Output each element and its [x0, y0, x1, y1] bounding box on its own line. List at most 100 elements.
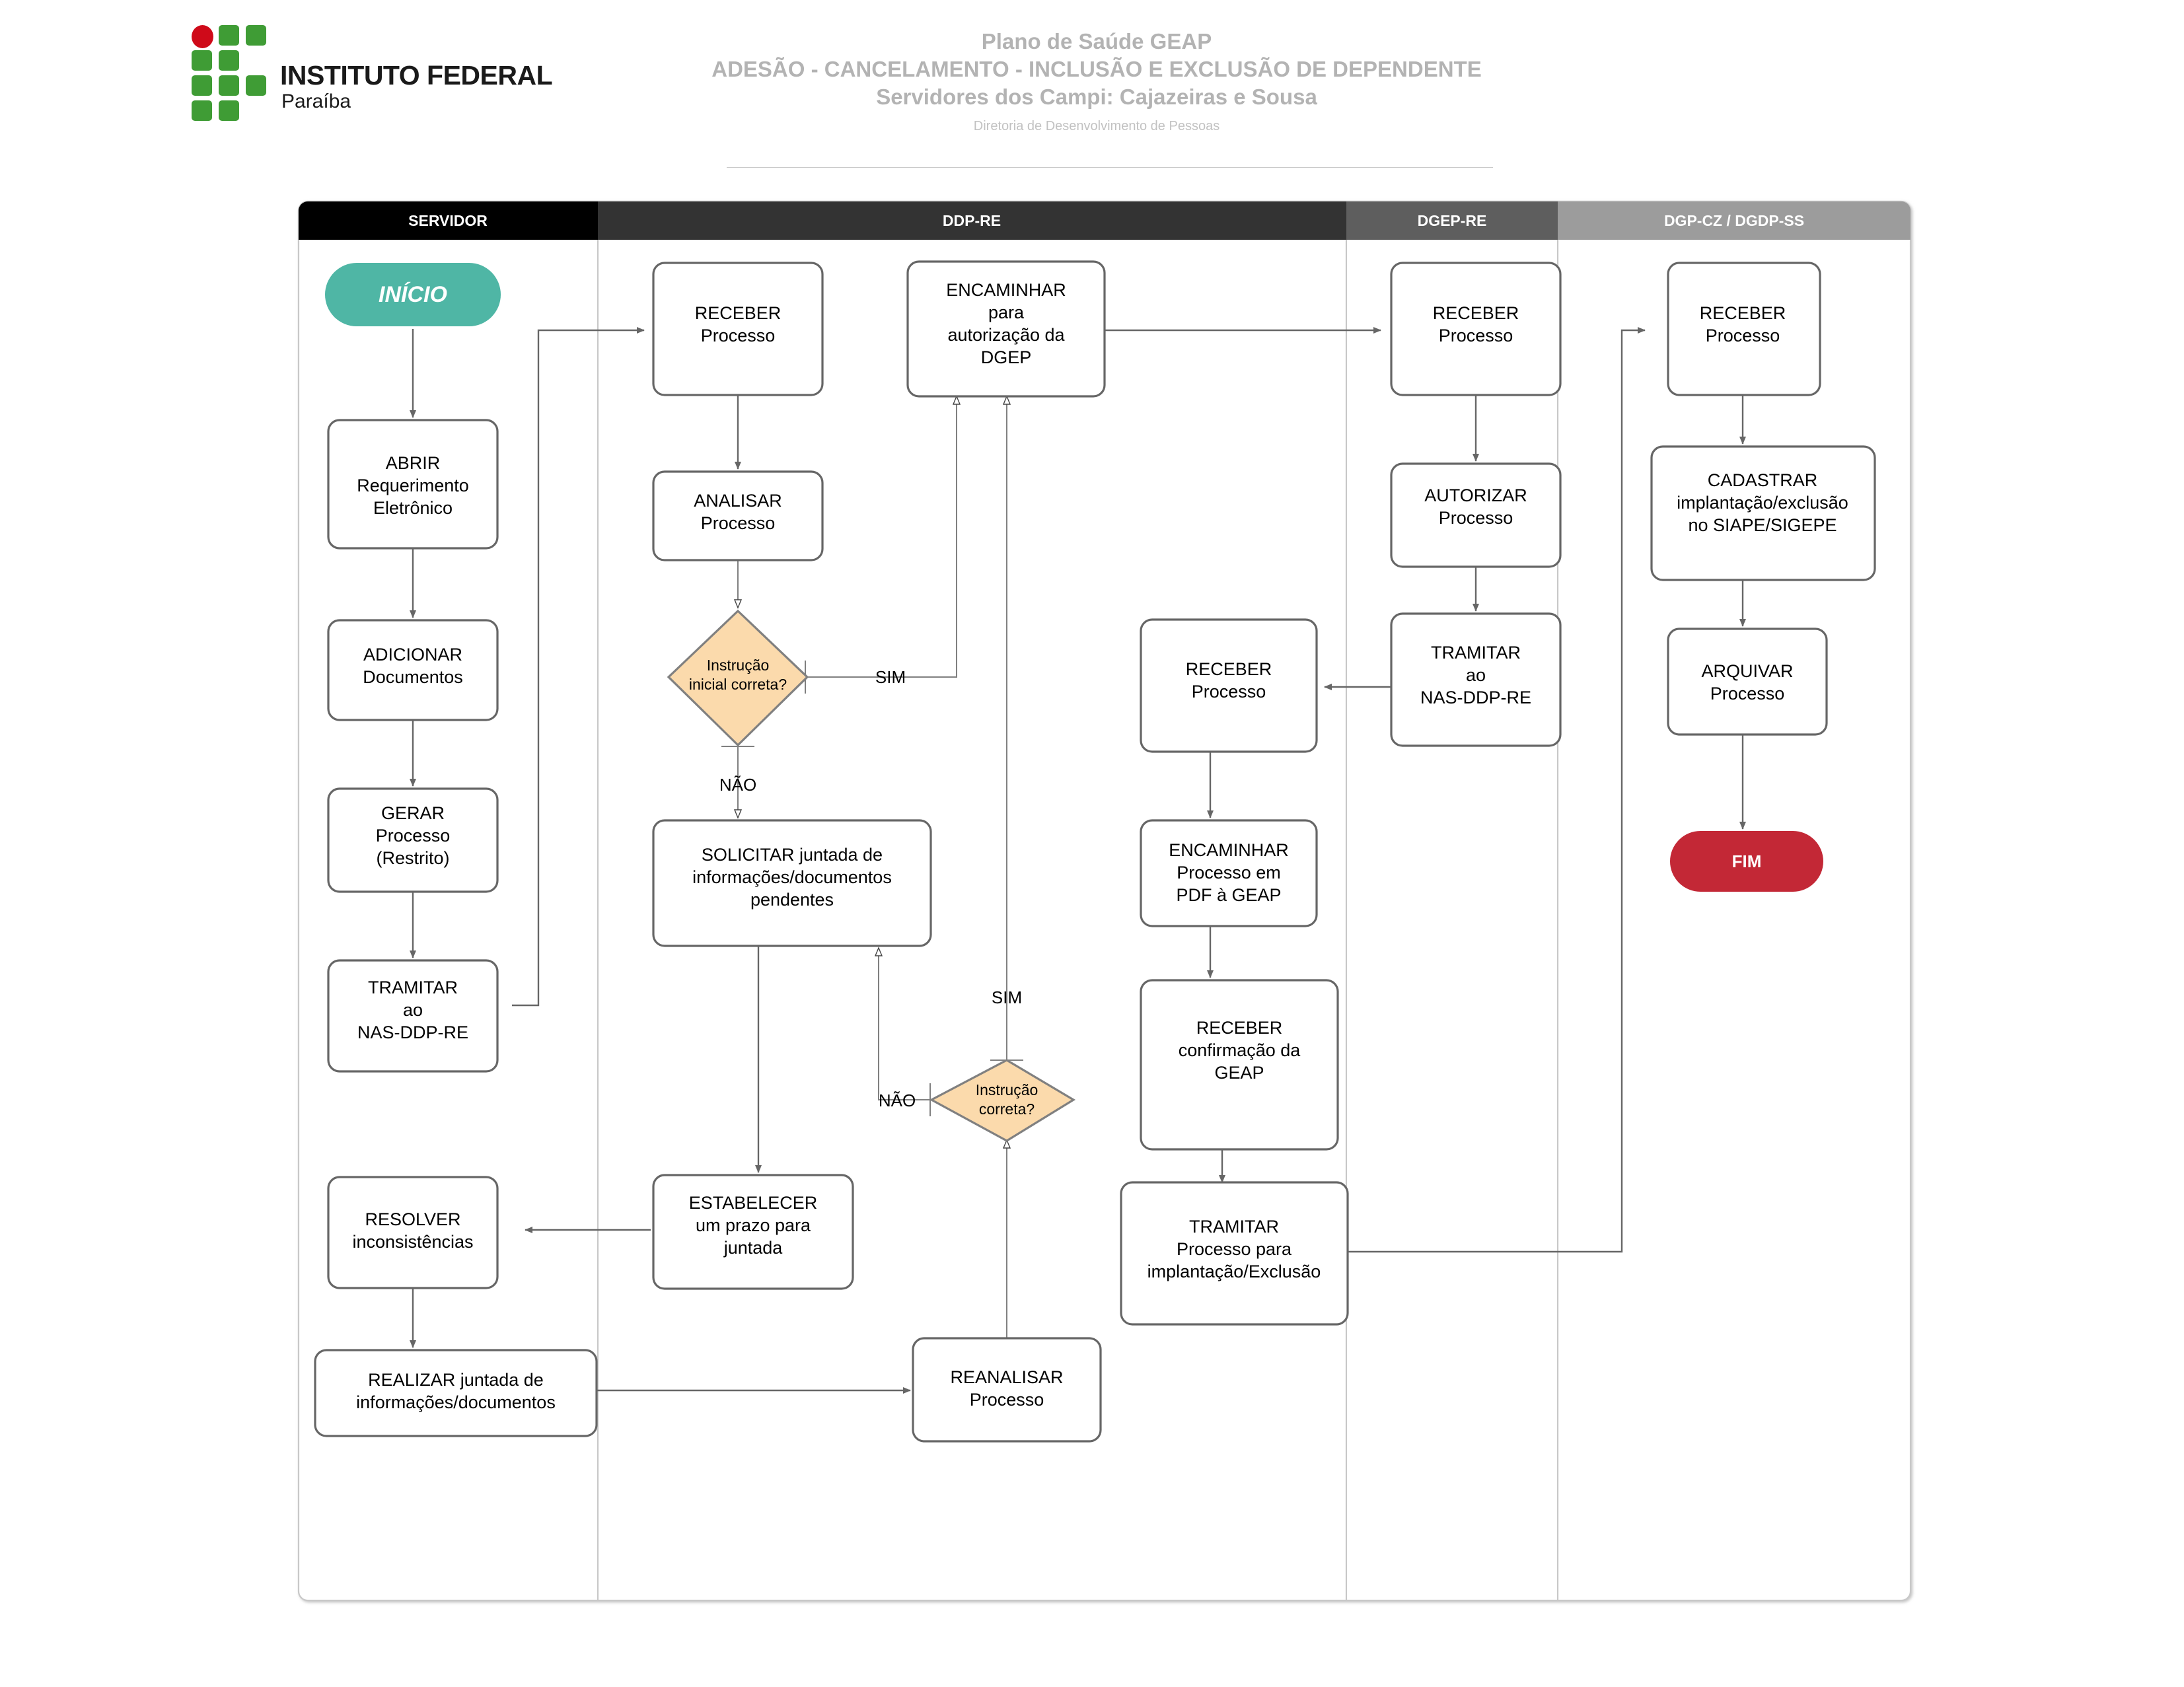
node-gerar-line3: (Restrito) — [376, 848, 449, 868]
page-header: INSTITUTO FEDERAL Paraíba Plano de Saúde… — [0, 0, 2184, 178]
title-line-2: ADESÃO - CANCELAMENTO - INCLUSÃO E EXCLU… — [711, 57, 1482, 82]
flow-connectors — [410, 327, 1746, 1394]
logo-subtitle: Paraíba — [281, 90, 351, 112]
node-solicitar-line3: pendentes — [750, 890, 834, 910]
node-tramitarimpl-line1: TRAMITAR — [1189, 1217, 1279, 1237]
node-encaminhardgep-line2: para — [988, 303, 1025, 322]
node-tramitar-line1: TRAMITAR — [368, 978, 458, 997]
node-receberdgep-line2: Processo — [1439, 326, 1513, 345]
node-solicitar-juntada[interactable]: SOLICITAR juntada de informações/documen… — [652, 819, 932, 947]
node-decisao2-line2: correta? — [979, 1100, 1035, 1118]
node-receber-processo-nas[interactable]: RECEBER Processo — [1140, 618, 1318, 753]
node-realizar-line1: REALIZAR juntada de — [368, 1370, 544, 1390]
lane-header-dgp-cz-ss: DGP-CZ / DGDP-SS — [1558, 201, 1911, 240]
node-resolver-inconsistencias[interactable]: RESOLVER inconsistências — [327, 1176, 499, 1289]
node-decisao-instrucao-correta[interactable]: Instrução correta? — [929, 1059, 1076, 1142]
node-abrir-line2: Requerimento — [357, 476, 469, 495]
logo-title: INSTITUTO FEDERAL — [280, 59, 553, 90]
node-realizar-line2: informações/documentos — [356, 1392, 556, 1412]
node-receberddp-line2: Processo — [701, 326, 776, 345]
node-tramitar2-line3: NAS-DDP-RE — [1420, 688, 1531, 707]
node-receberconf-line1: RECEBER — [1196, 1018, 1283, 1038]
node-analisar-line2: Processo — [701, 513, 776, 533]
node-encaminhar-pdf-geap[interactable]: ENCAMINHAR Processo em PDF à GEAP — [1140, 819, 1318, 927]
title-line-1: Plano de Saúde GEAP — [981, 29, 1212, 54]
node-reanalisar-line2: Processo — [970, 1390, 1044, 1410]
node-gerar-line2: Processo — [376, 826, 451, 845]
title-divider — [727, 167, 1493, 168]
node-tramitar-implantacao[interactable]: TRAMITAR Processo para implantação/Exclu… — [1120, 1181, 1349, 1326]
node-inicio[interactable]: INÍCIO — [325, 263, 501, 326]
node-reanalisar-line1: REANALISAR — [950, 1367, 1063, 1387]
edge-tramitarimpl-receberdgp — [1348, 327, 1646, 1253]
node-encaminhardgep-line1: ENCAMINHAR — [946, 280, 1066, 300]
lane-header-ddp-re: DDP-RE — [598, 201, 1346, 240]
node-estabelecer-line2: um prazo para — [696, 1215, 811, 1235]
node-receber-processo-ddp[interactable]: RECEBER Processo — [652, 262, 824, 396]
node-analisar-line1: ANALISAR — [694, 491, 782, 511]
edge-label-sim-1: SIM — [875, 667, 906, 687]
node-arquivar-processo[interactable]: ARQUIVAR Processo — [1667, 628, 1828, 736]
lane-label-ddp-re: DDP-RE — [943, 212, 1001, 229]
node-encaminhardgep-line4: DGEP — [981, 347, 1032, 367]
node-receberdgp-line1: RECEBER — [1700, 303, 1786, 323]
node-arquivar-line2: Processo — [1710, 684, 1785, 703]
node-encaminharpdf-line1: ENCAMINHAR — [1169, 840, 1289, 860]
node-receberconf-line2: confirmação da — [1179, 1040, 1301, 1060]
node-decisao-instrucao-inicial[interactable]: Instrução inicial correta? — [667, 609, 809, 747]
node-autorizar-line2: Processo — [1439, 508, 1513, 528]
node-inicio-label: INÍCIO — [379, 282, 447, 307]
node-gerar-line1: GERAR — [381, 803, 445, 823]
node-analisar-processo[interactable]: ANALISAR Processo — [652, 470, 824, 561]
node-receberdgp-line2: Processo — [1706, 326, 1780, 345]
node-realizar-juntada[interactable]: REALIZAR juntada de informações/document… — [314, 1349, 598, 1437]
node-tramitar-line2: ao — [403, 1000, 423, 1020]
node-adicionar-line1: ADICIONAR — [363, 645, 462, 664]
node-decisao1-line1: Instrução — [707, 657, 770, 674]
node-fim[interactable]: FIM — [1670, 831, 1823, 892]
edge-label-nao-1: NÃO — [719, 775, 756, 795]
node-adicionar-documentos[interactable]: ADICIONAR Documentos — [327, 619, 499, 721]
node-decisao1-line2: inicial correta? — [689, 676, 787, 693]
node-cadastrar-siape-sigepe[interactable]: CADASTRAR implantação/exclusão no SIAPE/… — [1650, 445, 1876, 581]
edge-tramitar-receberddp — [512, 327, 645, 1007]
title-line-3: Servidores dos Campi: Cajazeiras e Sousa — [876, 85, 1317, 110]
node-tramitar-nas-ddp-re-dgep[interactable]: TRAMITAR ao NAS-DDP-RE — [1390, 612, 1562, 747]
node-encaminharpdf-line2: Processo em — [1177, 863, 1281, 882]
lane-label-dgp-cz-ss: DGP-CZ / DGDP-SS — [1664, 212, 1804, 229]
node-fim-label: FIM — [1732, 851, 1762, 871]
lane-label-servidor: SERVIDOR — [408, 212, 488, 229]
node-gerar-processo[interactable]: GERAR Processo (Restrito) — [327, 787, 499, 893]
node-abrir-requerimento[interactable]: ABRIR Requerimento Eletrônico — [327, 419, 499, 550]
node-autorizar-processo[interactable]: AUTORIZAR Processo — [1390, 462, 1562, 568]
node-tramitar-nas-ddp-re[interactable]: TRAMITAR ao NAS-DDP-RE — [327, 959, 499, 1073]
title-subtitle: Diretoria de Desenvolvimento de Pessoas — [973, 118, 1220, 133]
node-reanalisar-processo[interactable]: REANALISAR Processo — [912, 1337, 1102, 1443]
node-receber-processo-dgp[interactable]: RECEBER Processo — [1667, 262, 1821, 396]
node-adicionar-line2: Documentos — [363, 667, 463, 687]
node-receber-processo-dgep[interactable]: RECEBER Processo — [1390, 262, 1562, 396]
node-resolver-line1: RESOLVER — [365, 1209, 460, 1229]
node-receber-confirmacao-geap[interactable]: RECEBER confirmação da GEAP — [1140, 979, 1339, 1151]
node-tramitar2-line2: ao — [1466, 665, 1486, 685]
logo-wordmark: INSTITUTO FEDERAL Paraíba — [280, 59, 553, 118]
node-estabelecer-line3: juntada — [723, 1238, 783, 1258]
node-estabelecer-prazo[interactable]: ESTABELECER um prazo para juntada — [652, 1174, 854, 1290]
edge-labels: SIM NÃO SIM NÃO — [719, 667, 1022, 1110]
node-resolver-line2: inconsistências — [352, 1232, 473, 1252]
node-tramitar2-line1: TRAMITAR — [1431, 643, 1521, 663]
node-cadastrar-line1: CADASTRAR — [1708, 470, 1818, 490]
node-encaminhar-autorizacao-dgep[interactable]: ENCAMINHAR para autorização da DGEP — [906, 260, 1106, 398]
node-solicitar-line1: SOLICITAR juntada de — [702, 845, 883, 865]
node-autorizar-line1: AUTORIZAR — [1424, 485, 1527, 505]
node-cadastrar-line2: implantação/exclusão — [1677, 493, 1848, 513]
node-tramitarimpl-line2: Processo para — [1177, 1239, 1292, 1259]
lane-header-dgep-re: DGEP-RE — [1346, 201, 1558, 240]
node-encaminharpdf-line3: PDF à GEAP — [1176, 885, 1281, 905]
node-cadastrar-line3: no SIAPE/SIGEPE — [1688, 515, 1837, 535]
node-abrir-line3: Eletrônico — [373, 498, 453, 518]
node-solicitar-line2: informações/documentos — [692, 867, 892, 887]
node-tramitarimpl-line3: implantação/Exclusão — [1147, 1262, 1321, 1281]
node-abrir-line1: ABRIR — [386, 453, 441, 473]
